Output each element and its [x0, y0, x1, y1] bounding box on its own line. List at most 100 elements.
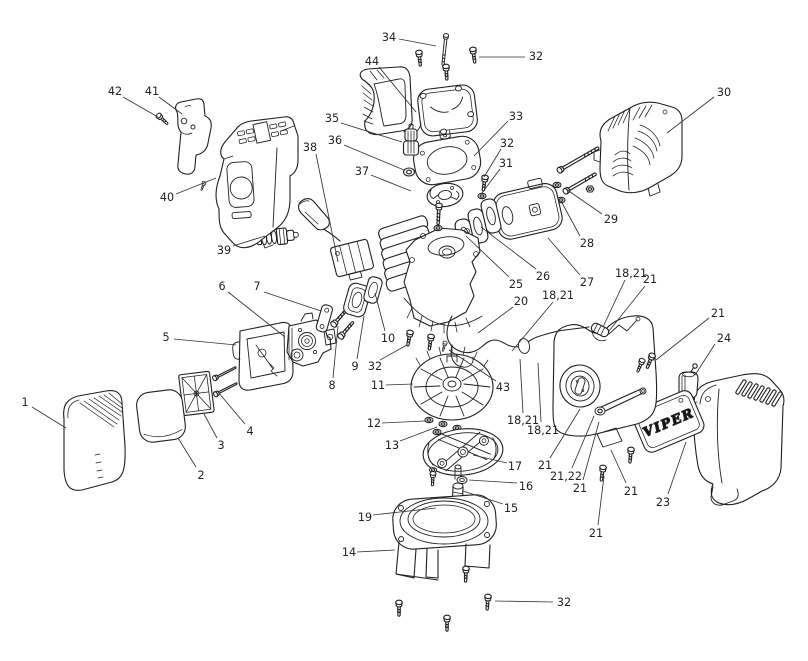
callout-label-33: 33 — [509, 110, 523, 123]
base-gasket — [412, 135, 482, 186]
leader-line-41 — [158, 96, 183, 115]
flywheel-washer — [438, 420, 448, 428]
callout-label-29: 29 — [604, 213, 618, 226]
callout-label-44: 44 — [365, 55, 379, 68]
screw-21 — [626, 446, 636, 465]
screw-32 — [414, 49, 425, 68]
shroud-vent-grille — [735, 379, 783, 407]
leader-line-32 — [483, 148, 502, 178]
leader-line-38 — [315, 153, 339, 263]
callout-label-13: 13 — [385, 439, 399, 452]
filter-screw — [212, 380, 239, 398]
callout-label-20: 20 — [514, 295, 528, 308]
leader-line-32 — [379, 344, 408, 361]
leader-line-24 — [694, 343, 716, 376]
filter-screw — [211, 364, 238, 382]
callout-label-32: 32 — [529, 50, 543, 63]
callout-label-30: 30 — [717, 86, 731, 99]
washer-31 — [477, 192, 487, 200]
callout-label-18-21: 18,21 — [615, 267, 647, 280]
callout-label-21: 21 — [643, 273, 657, 286]
muffler-cover — [593, 101, 683, 197]
screw-32 — [479, 174, 490, 193]
screw-32 — [425, 333, 436, 352]
air-filter-foam — [136, 389, 186, 443]
callout-label-24: 24 — [717, 332, 731, 345]
air-filter-base — [232, 321, 299, 391]
callout-label-37: 37 — [355, 165, 369, 178]
leader-line-40 — [175, 177, 217, 195]
leader-line-21 — [655, 317, 710, 361]
flywheel-washer — [424, 416, 434, 424]
ignition-module — [298, 198, 374, 281]
callout-label-19: 19 — [358, 511, 372, 524]
leader-line-29 — [565, 188, 603, 215]
leader-line-20 — [477, 306, 514, 334]
leader-line-18-21 — [602, 279, 626, 328]
leader-line-39 — [232, 235, 266, 247]
leader-line-35 — [340, 122, 403, 143]
lock-washer — [552, 181, 562, 189]
callout-label-41: 41 — [145, 85, 159, 98]
mount-screw-32 — [483, 593, 493, 611]
leader-line-33 — [473, 120, 509, 157]
engine-cover — [215, 116, 299, 249]
leader-line-15 — [462, 490, 504, 505]
carb-spacer — [343, 282, 371, 318]
carb-screw — [336, 319, 357, 341]
leader-line-1 — [31, 406, 67, 429]
leader-line-23 — [667, 441, 687, 495]
tank-grommet — [402, 167, 416, 177]
callout-label-2: 2 — [197, 469, 204, 482]
callout-label-7: 7 — [253, 280, 260, 293]
leader-line-26 — [480, 226, 537, 270]
callout-label-32: 32 — [557, 596, 571, 609]
screw-32 — [403, 329, 415, 348]
muffler — [492, 177, 563, 240]
muffler-cover-vents — [607, 104, 661, 177]
callout-label-11: 11 — [371, 379, 385, 392]
leader-line-14 — [356, 549, 396, 553]
callout-label-21: 21 — [624, 485, 638, 498]
callout-label-5: 5 — [162, 331, 169, 344]
flywheel — [410, 344, 494, 421]
fuel-tank — [552, 315, 658, 437]
callout-label-21: 21 — [573, 482, 587, 495]
callout-label-3: 3 — [217, 439, 224, 452]
starter-pawl-plate — [426, 182, 464, 232]
screw-34 — [439, 32, 450, 67]
callout-label-27: 27 — [580, 276, 594, 289]
cover-vent-grid — [237, 121, 288, 144]
leader-line-5 — [173, 338, 237, 346]
engine-cover-shroud — [693, 373, 785, 506]
callout-label-34: 34 — [382, 31, 396, 44]
leader-line-6 — [227, 291, 286, 338]
leader-line-7 — [263, 291, 322, 312]
leader-line-4 — [217, 391, 246, 425]
callout-label-17: 17 — [508, 460, 522, 473]
leader-line-9 — [356, 315, 365, 360]
callout-label-28: 28 — [580, 237, 594, 250]
leader-line-16 — [468, 479, 518, 484]
retainer-ring — [456, 476, 468, 484]
starter-grip — [359, 66, 422, 136]
leader-line-10 — [374, 292, 386, 332]
leader-line-36 — [343, 144, 405, 171]
leader-line-21 — [608, 285, 646, 332]
callout-label-21: 21 — [589, 527, 603, 540]
leader-line-44 — [378, 66, 417, 113]
callout-label-18-21: 18,21 — [507, 414, 539, 427]
callout-label-14: 14 — [342, 546, 356, 559]
leader-line-11 — [385, 383, 414, 386]
leader-line-37 — [370, 174, 412, 192]
pawl-bolt — [434, 202, 443, 226]
callout-label-43: 43 — [496, 381, 510, 394]
callout-label-9: 9 — [351, 360, 358, 373]
fuel-cap — [559, 364, 601, 408]
callout-label-16: 16 — [519, 480, 533, 493]
callout-label-1: 1 — [21, 396, 28, 409]
leader-line-21 — [597, 475, 605, 526]
cylinder-block — [378, 215, 483, 334]
